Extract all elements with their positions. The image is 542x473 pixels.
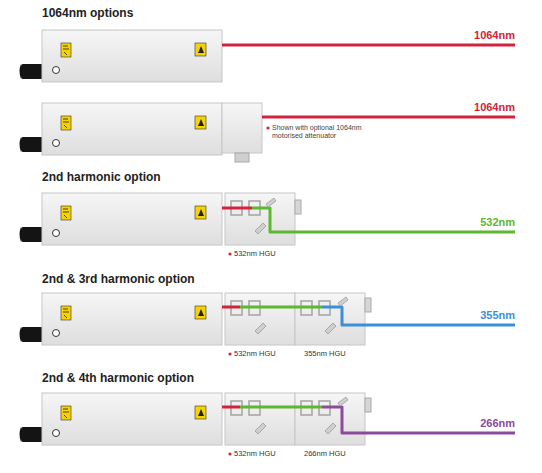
wavelength-label: 1064nm xyxy=(474,101,515,114)
harmonic-generation-unit: 532nm HGU xyxy=(225,393,295,445)
section-title: 2nd & 4th harmonic option xyxy=(42,372,194,386)
unit-label: 355nm HGU xyxy=(304,349,346,358)
unit-label: 532nm HGU xyxy=(234,349,276,358)
unit-label: 266nm HGU xyxy=(304,449,346,458)
harmonic-generation-unit: 532nm HGU xyxy=(225,193,295,245)
section-title: 2nd harmonic option xyxy=(42,171,161,185)
section-title: 1064nm options xyxy=(42,7,133,21)
harmonic-generation-unit: 355nm HGU xyxy=(295,293,365,345)
unit-label: 532nm HGU xyxy=(234,449,276,458)
wavelength-label: 532nm xyxy=(480,216,515,229)
harmonic-generation-unit: 532nm HGU xyxy=(225,293,295,345)
wavelength-label: 355nm xyxy=(480,309,515,322)
unit-label: 532nm HGU xyxy=(234,249,276,258)
wavelength-label: 1064nm xyxy=(474,29,515,42)
harmonic-generation-unit: 266nm HGU xyxy=(295,393,365,445)
wavelength-label: 266nm xyxy=(480,417,515,430)
section-title: 2nd & 3rd harmonic option xyxy=(42,273,195,287)
note-text: Shown with optional 1064nm motorised att… xyxy=(272,124,380,140)
